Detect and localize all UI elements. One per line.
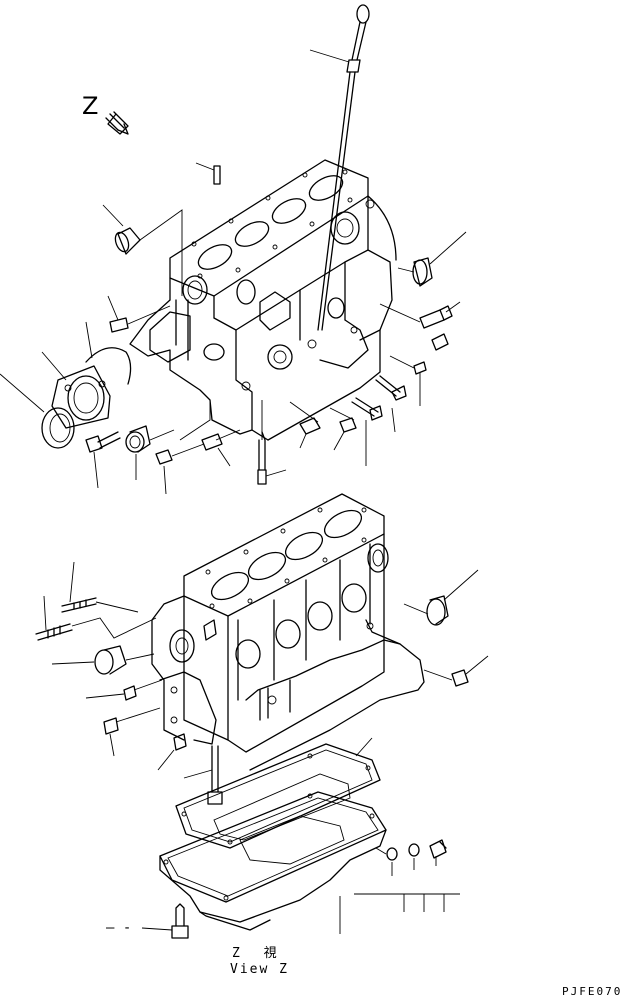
leader-dash: — -: [106, 920, 132, 936]
oil-dipstick: [309, 4, 370, 331]
drawing-code: PJFE070: [562, 985, 623, 998]
view-z-arrow-icon: [105, 111, 129, 135]
oil-pan: [141, 791, 460, 939]
oil-pan-gasket: [175, 737, 381, 849]
lower-cylinder-block: [151, 493, 425, 771]
view-z-marker-label: Z: [82, 92, 99, 120]
view-caption-english: View Z: [230, 962, 289, 977]
upper-loose-parts: [0, 162, 467, 495]
view-caption-kanji: Z 視: [232, 946, 285, 961]
lower-loose-parts: [35, 561, 489, 805]
upper-cylinder-block: [129, 159, 397, 441]
